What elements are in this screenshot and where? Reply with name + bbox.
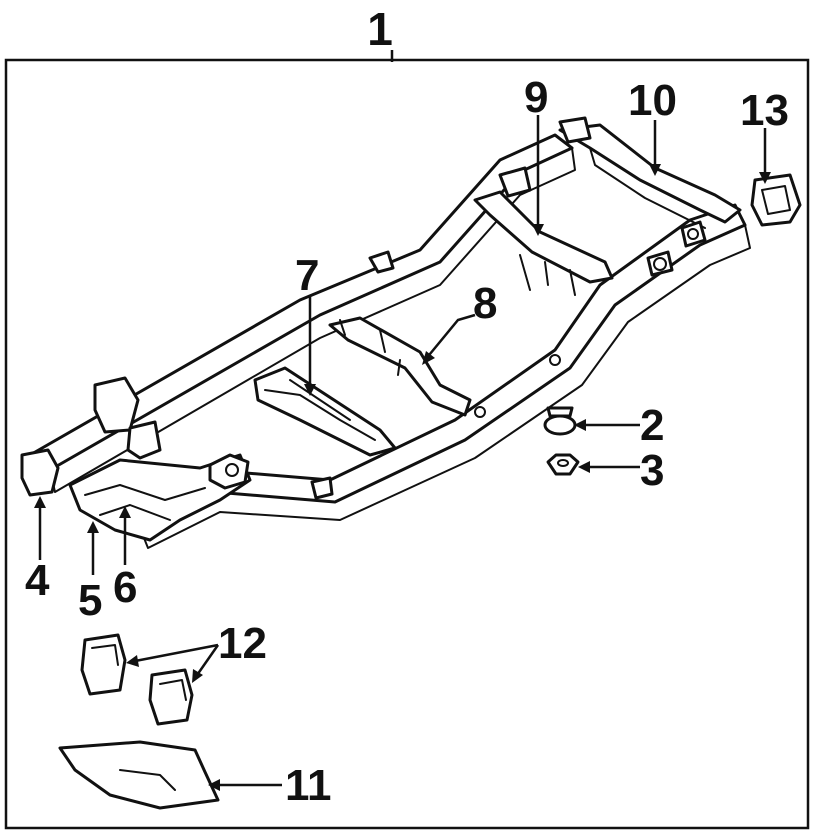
diagram-border bbox=[4, 58, 810, 830]
mid-crossmember-9 bbox=[473, 190, 614, 284]
front-spring-mount bbox=[93, 376, 140, 434]
callout-4: 4 bbox=[25, 556, 50, 605]
part-2-flange-nut bbox=[543, 406, 577, 436]
callout-3: 3 bbox=[640, 446, 664, 495]
part-13-bracket bbox=[750, 173, 802, 227]
callout-13: 13 bbox=[740, 86, 789, 135]
engine-mount-left bbox=[208, 453, 250, 490]
front-bracket-4 bbox=[20, 448, 60, 497]
callout-6: 6 bbox=[113, 563, 137, 612]
callout-labels: 2 3 4 5 6 7 8 9 10 11 12 13 bbox=[25, 73, 789, 810]
callout-12: 12 bbox=[218, 619, 267, 668]
callout-11: 11 bbox=[285, 761, 332, 810]
callout-9: 9 bbox=[524, 73, 548, 122]
leaders bbox=[34, 115, 771, 791]
callout-2: 2 bbox=[640, 401, 664, 450]
callout-1: 1 bbox=[367, 3, 393, 55]
callout-10: 10 bbox=[628, 76, 677, 125]
callout-8: 8 bbox=[473, 279, 497, 328]
callout-7: 7 bbox=[295, 251, 319, 300]
callout-5: 5 bbox=[78, 576, 102, 625]
part-11-skid-plate bbox=[58, 740, 220, 810]
part-12-brackets bbox=[80, 633, 194, 726]
rear-crossmember bbox=[558, 123, 742, 224]
part-3-hex-nut bbox=[546, 453, 580, 476]
callout-1-group: 1 bbox=[367, 3, 394, 62]
frame-assembly bbox=[20, 116, 751, 549]
crossmember-8 bbox=[328, 316, 472, 417]
